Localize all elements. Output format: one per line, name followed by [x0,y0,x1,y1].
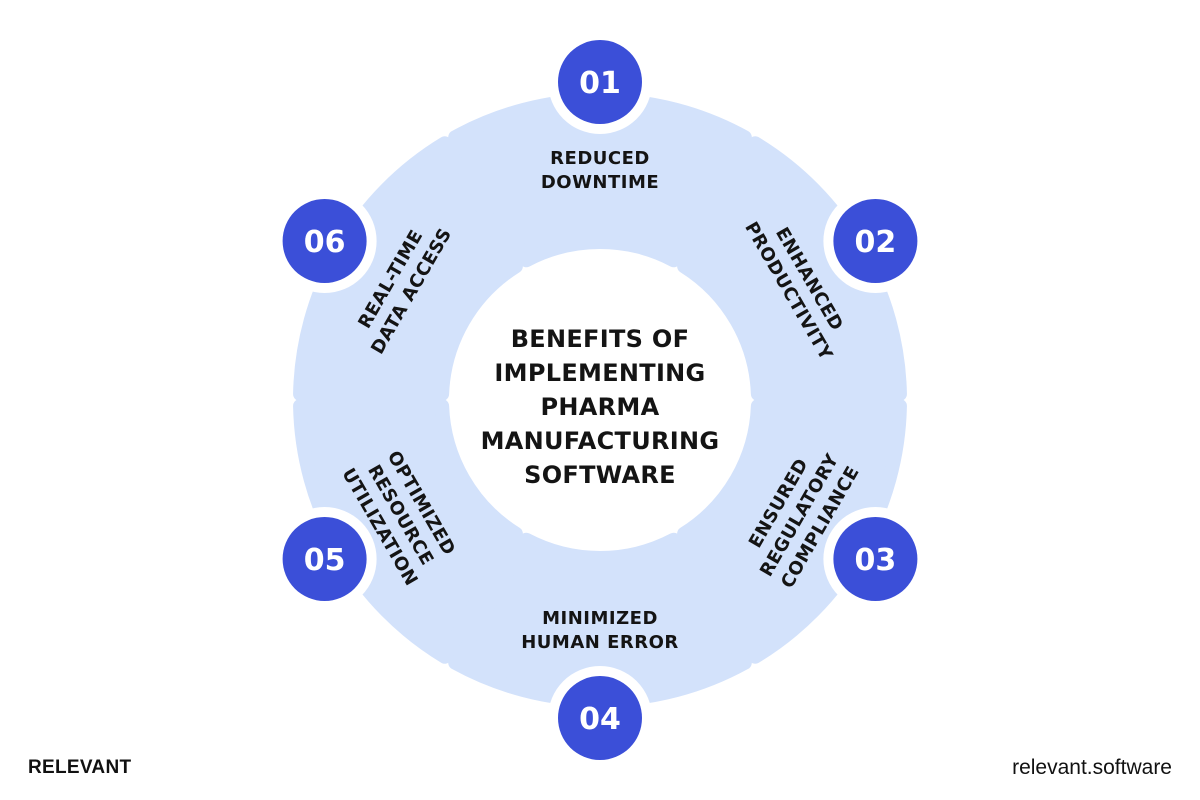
benefit-segment-03 [677,398,907,664]
badge-number: 04 [579,702,621,737]
badge-number: 02 [855,225,897,260]
badge-number: 05 [304,543,346,578]
benefit-segment-01 [448,93,752,268]
number-badge-05 [282,517,367,601]
badge-number: 06 [304,225,346,260]
badge-number: 01 [579,66,621,101]
center-title-line: IMPLEMENTING [494,359,706,387]
center-title-line: MANUFACTURING [480,427,720,455]
number-badge-04 [558,676,642,760]
benefit-segment-04 [448,532,752,707]
center-title-line: SOFTWARE [524,461,676,489]
center-title-line: PHARMA [540,393,660,421]
number-badge-06 [282,199,367,283]
center-title-line: BENEFITS OF [510,325,690,353]
number-badge-02 [833,199,918,283]
benefit-segment-02 [677,136,907,402]
center-title: BENEFITS OF IMPLEMENTING PHARMA MANUFACT… [450,322,750,492]
number-badge-03 [833,517,918,601]
benefit-segment-06 [293,136,523,402]
badge-number: 03 [855,543,897,578]
benefit-segment-05 [293,398,523,664]
number-badge-01 [558,40,642,124]
brand-logo: RELEVANT [28,757,132,778]
site-url: relevant.software [1012,756,1172,779]
